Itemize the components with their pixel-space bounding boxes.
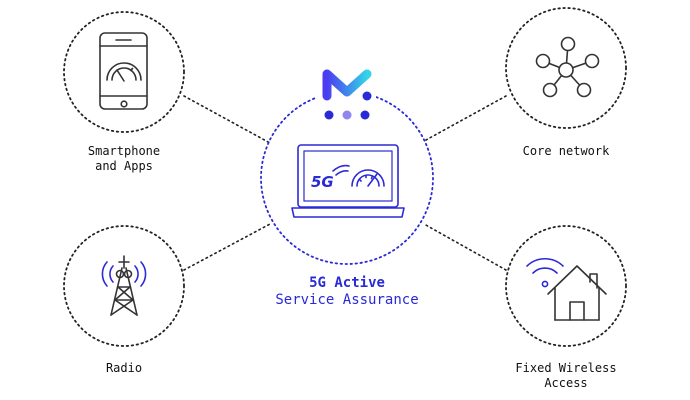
gauge-icon — [351, 169, 385, 187]
connector-radio — [183, 223, 271, 271]
smartphone-label: Smartphone and Apps — [87, 144, 161, 173]
connector-core — [425, 95, 507, 141]
connector-smartphone — [183, 95, 271, 144]
laptop-5g-gauge-icon: 5G — [291, 144, 405, 218]
laptop-badge-5g: 5G — [311, 173, 334, 191]
connector-fixed-wireless — [423, 223, 507, 271]
fixed-wireless-label: Fixed Wireless Access — [515, 361, 617, 390]
network-hub-icon — [535, 36, 600, 98]
smartphone-gauge-icon — [99, 32, 148, 110]
center-subtitle: Service Assurance — [275, 292, 419, 308]
node-circles — [63, 7, 627, 347]
radio-node-circle — [63, 225, 185, 347]
core-network-label: Core network — [522, 144, 610, 158]
radio-tower-icon — [101, 255, 147, 316]
brand-logo-icon — [316, 66, 376, 120]
connectors — [183, 95, 507, 271]
wifi-house-icon — [526, 257, 607, 321]
smartphone-node-circle — [63, 11, 185, 133]
fixed-wireless-node-circle — [505, 225, 627, 347]
core-node-circle — [505, 7, 627, 129]
center-title: 5G Active — [309, 275, 385, 291]
radio-label: Radio — [105, 361, 143, 375]
